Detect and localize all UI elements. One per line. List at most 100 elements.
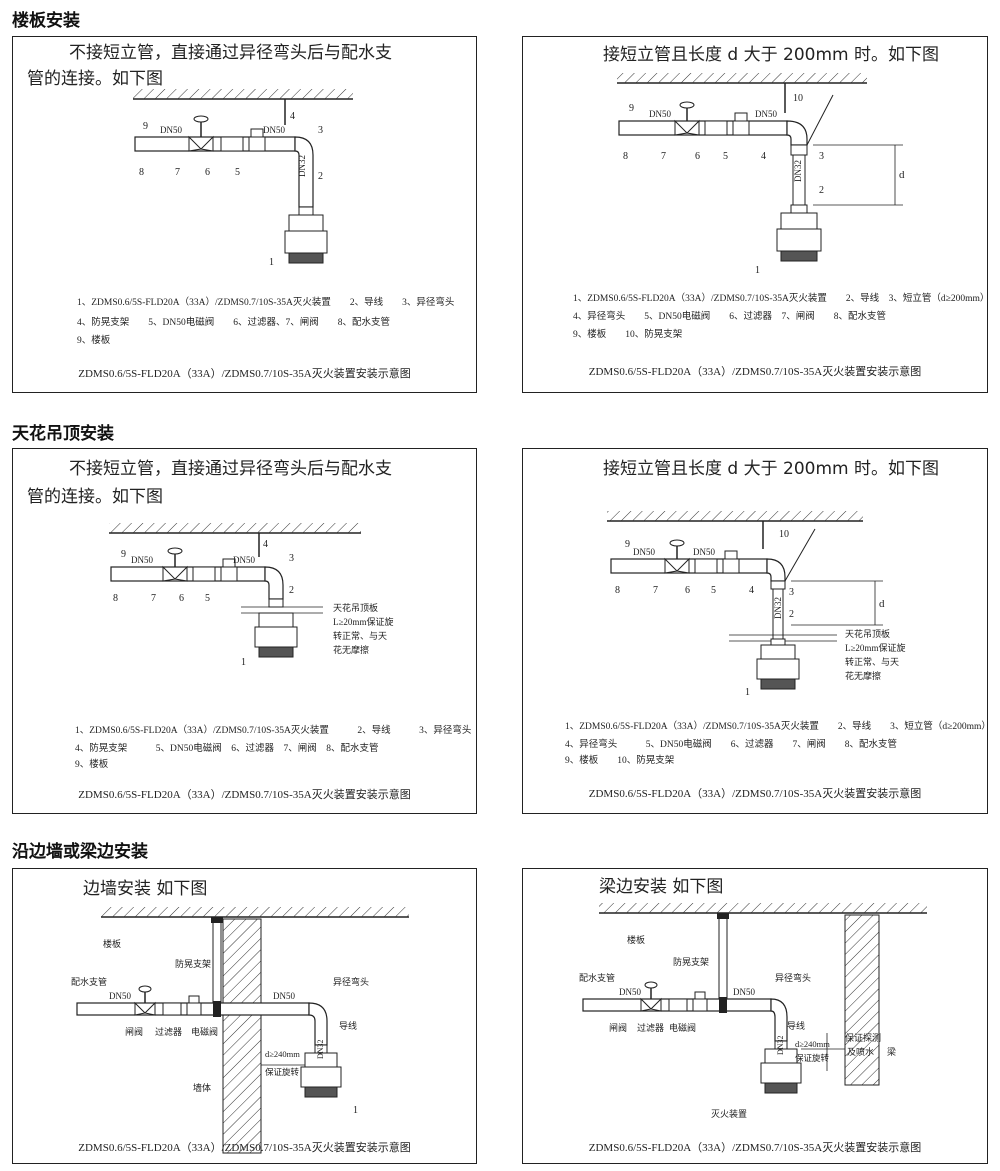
dimension-label-d: d [899,169,905,181]
panel-heading-line-1: 不接短立管，直接通过异径弯头后与配水支 [69,43,392,63]
marker-9: 9 [143,121,148,132]
label-gate-valve: 闸阀 [125,1027,143,1037]
reducer-elbow [766,558,786,582]
pipe-label-dn50-b: DN50 [273,991,295,1001]
marker-3: 3 [789,587,794,598]
extinguisher-device [284,206,328,264]
legend-line-2: 4、异径弯头 5、DN50电磁阀 6、过滤器 7、闸阀 8、配水支管 [565,740,897,750]
marker-2: 2 [318,171,323,182]
label-wire: 导线 [787,1020,805,1031]
pipe-label-dn50-b: DN50 [693,547,715,557]
label-reducer-elbow: 异径弯头 [333,976,369,987]
marker-1: 1 [755,265,760,276]
ceiling-direct-diagram: DN50 DN50 9 8 7 6 5 4 3 2 1 天花吊顶板 L≥20mm… [109,523,393,668]
label-distance-line-2: 保证旋转 [795,1053,830,1063]
marker-9: 9 [625,539,630,550]
diagram-caption: ZDMS0.6/5S-FLD20A（33A）/ZDMS0.7/10S-35A灭火… [588,366,922,378]
label-wire: 导线 [339,1020,357,1031]
floor-direct-diagram: DN50 DN50 DN32 9 8 7 6 5 4 3 2 1 [133,89,353,268]
marker-2: 2 [789,609,794,620]
label-filter: 过滤器 [155,1026,182,1037]
marker-4: 4 [761,151,766,162]
ceiling-slab [617,73,867,84]
ceiling-note-line-1: 天花吊顶板 [333,602,378,613]
pipe-label-dn50: DN50 [109,991,131,1001]
brace-line [784,528,816,582]
section-title-ceiling: 天花吊顶安装 [12,424,114,444]
beam-side-diagram: 楼板 防晃支架 配水支管 DN50 DN50 异径弯头 导线 DN32 闸阀 过… [579,903,927,1119]
marker-6: 6 [205,167,210,178]
ceiling-note-line-1: 天花吊顶板 [845,628,890,639]
marker-1: 1 [353,1105,358,1116]
pipe-label-dn32: DN32 [776,1035,785,1055]
extinguisher-device [776,204,822,262]
reducer-elbow [308,1002,328,1046]
marker-1: 1 [745,687,750,698]
ceiling-note-line-2: L≥20mm保证旋 [845,642,905,653]
panel-heading-line-2: 管的连接。如下图 [27,69,163,89]
reducer-elbow [264,566,284,600]
brace-line [806,94,834,146]
marker-5: 5 [723,151,728,162]
legend-line-1: 1、ZDMS0.6/5S-FLD20A（33A）/ZDMS0.7/10S-35A… [573,294,990,304]
marker-5: 5 [205,593,210,604]
reducer-elbow [786,120,808,146]
legend-line-1: 1、ZDMS0.6/5S-FLD20A（33A）/ZDMS0.7/10S-35A… [565,722,991,732]
marker-2: 2 [819,185,824,196]
section-title-floor: 楼板安装 [12,11,80,31]
branch-pipe [110,566,266,582]
pipe-label-dn50-b: DN50 [755,109,777,119]
gate-valve [134,985,156,1016]
label-floor: 楼板 [103,938,121,949]
marker-9: 9 [121,549,126,560]
panel-heading-line-1: 边墙安装 如下图 [83,879,208,899]
diagram-caption: ZDMS0.6/5S-FLD20A（33A）/ZDMS0.7/10S-35A灭火… [78,368,411,380]
pipe-label-dn50: DN50 [131,555,153,565]
filter [704,120,728,136]
ceiling-board [241,606,323,614]
gate-valve [674,101,700,136]
legend-line-2: 4、异径弯头 5、DN50电磁阀 6、过滤器 7、闸阀 8、配水支管 [573,312,886,322]
marker-2: 2 [289,585,294,596]
solenoid-valve [692,991,708,1012]
marker-3: 3 [318,125,323,136]
panel-heading-line-1: 接短立管且长度 d 大于 200mm 时。如下图 [603,459,939,479]
beam-clearance-dimension [801,1033,845,1071]
ceiling-slab [599,903,927,914]
legend-line-1: 1、ZDMS0.6/5S-FLD20A（33A）/ZDMS0.7/10S-35A… [77,298,455,308]
hanger-top [211,917,223,923]
legend-line-2: 4、防晃支架 5、DN50电磁阀 6、过滤器 7、闸阀 8、配水支管 [75,744,379,754]
label-beam: 梁 [887,1046,896,1057]
marker-10: 10 [793,93,803,104]
gate-valve [640,981,662,1012]
ceiling-slab [101,907,409,918]
diagram-panel-side-wall: 楼板 防晃支架 配水支管 DN50 DN50 异径弯头 导线 DN32 闸阀 过… [12,868,477,1164]
marker-1: 1 [269,257,274,268]
pipe-label-dn50-b: DN50 [263,125,285,135]
marker-6: 6 [685,585,690,596]
hanger-rod [212,918,222,1004]
marker-8: 8 [615,585,620,596]
extinguisher-device [756,638,800,690]
marker-6: 6 [695,151,700,162]
beam [844,914,880,1086]
label-wall: 墙体 [193,1082,211,1093]
diagram-caption: ZDMS0.6/5S-FLD20A（33A）/ZDMS0.7/10S-35A灭火… [588,1142,922,1154]
pipe-label-dn50: DN50 [160,125,182,135]
solenoid-valve [186,995,202,1016]
solenoid-valve [732,112,750,136]
marker-7: 7 [661,151,666,162]
ceiling-note-line-4: 花无摩擦 [845,670,881,681]
side-wall-diagram: 楼板 防晃支架 配水支管 DN50 DN50 异径弯头 导线 DN32 闸阀 过… [71,907,409,1154]
marker-9: 9 [629,103,634,114]
diagram-caption: ZDMS0.6/5S-FLD20A（33A）/ZDMS0.7/10S-35A灭火… [78,789,411,801]
label-device: 灭火装置 [711,1108,747,1119]
anti-sway-bracket [213,1001,221,1017]
marker-8: 8 [139,167,144,178]
branch-pipe [618,120,788,136]
dimension-label-d: d [879,598,885,610]
pipe-label-dn32: DN32 [297,155,307,177]
diagram-caption: ZDMS0.6/5S-FLD20A（33A）/ZDMS0.7/10S-35A灭火… [588,788,922,800]
legend-line-2: 4、防晃支架 5、DN50电磁阀 6、过滤器、7、闸阀 8、配水支管 [77,318,390,328]
label-branch-pipe: 配水支管 [579,972,615,983]
